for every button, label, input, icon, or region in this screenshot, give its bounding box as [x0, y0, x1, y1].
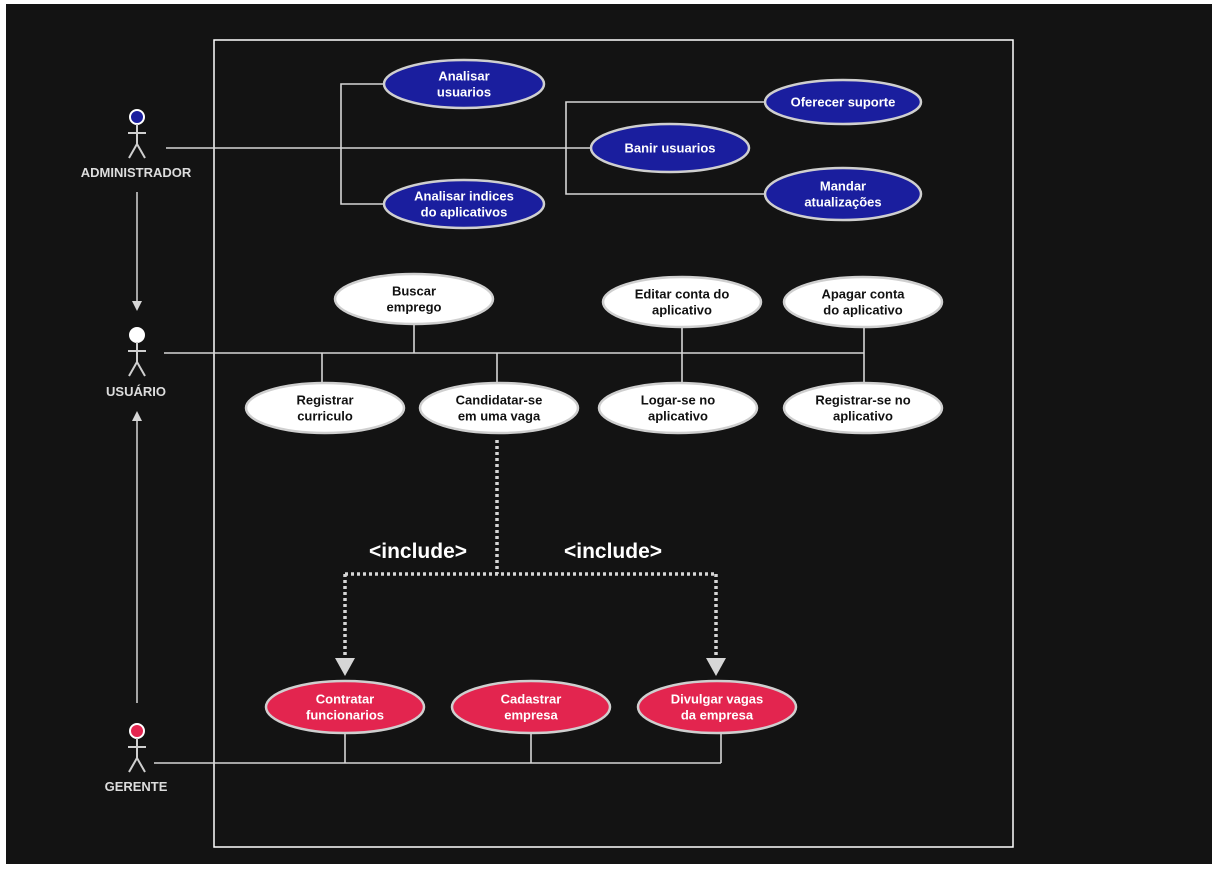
actor-head [129, 109, 145, 125]
actor-gerente[interactable]: GERENTE [105, 723, 168, 794]
use-case-label-line: Apagar conta [821, 287, 905, 302]
use-case-label-line: Registrar [296, 393, 353, 408]
use-case-label-line: Mandar [820, 179, 866, 194]
association-lines [154, 83, 865, 764]
use-case-label-line: Oferecer suporte [791, 95, 896, 110]
use-case-label-line: emprego [387, 300, 442, 315]
use-case-ellipse [636, 679, 798, 735]
use-case-ellipse [450, 679, 612, 735]
use-case-label-line: curriculo [297, 409, 353, 424]
use-case-label-line: atualizações [804, 195, 881, 210]
use-case-ellipse [382, 58, 546, 110]
use-case-label-line: Candidatar-se [456, 393, 543, 408]
actor-label: USUÁRIO [106, 384, 166, 399]
use-case-oferecer-suporte[interactable]: Oferecer suporte [763, 78, 923, 126]
use-case-ellipse [244, 381, 406, 435]
use-case-label-line: aplicativo [648, 409, 708, 424]
include-relations [343, 440, 718, 662]
use-case-ellipse [333, 272, 495, 326]
use-case-ellipse [782, 381, 944, 435]
use-case-label-line: aplicativo [652, 303, 712, 318]
include-left-arrowhead [335, 658, 355, 676]
use-case-label-line: Banir usuarios [624, 141, 715, 156]
actor-head [129, 327, 145, 343]
admin-right-branch [565, 101, 768, 195]
use-case-ellipse [763, 166, 923, 222]
use-case-label-line: Analisar [438, 69, 489, 84]
use-case-banir-usuarios[interactable]: Banir usuarios [589, 122, 751, 174]
include-label-right: <include> [564, 540, 662, 563]
use-case-label-line: do aplicativos [421, 205, 508, 220]
use-case-ellipse [382, 178, 546, 230]
use-case-label-line: Editar conta do [635, 287, 730, 302]
use-case-label-line: empresa [504, 708, 558, 723]
include-label-left: <include> [369, 540, 467, 563]
use-case-label-line: do aplicativo [823, 303, 903, 318]
stick-figure-icon [128, 109, 146, 159]
use-case-label-line: Divulgar vagas [671, 692, 764, 707]
actor-usuario[interactable]: USUÁRIO [106, 327, 166, 399]
use-case-label-line: em uma vaga [458, 409, 541, 424]
use-case-ellipse [418, 381, 580, 435]
system-boundary [213, 39, 1014, 848]
actor-label: ADMINISTRADOR [81, 165, 192, 180]
actor-head [129, 723, 145, 739]
admin-left-branch [340, 83, 390, 205]
use-case-label-line: Contratar [316, 692, 375, 707]
use-case-label-line: Logar-se no [641, 393, 715, 408]
actor-label: GERENTE [105, 779, 168, 794]
use-case-label-line: da empresa [681, 708, 754, 723]
use-case-label-line: Analisar indices [414, 189, 514, 204]
actor-administrador[interactable]: ADMINISTRADOR [81, 109, 192, 180]
use-case-label-line: usuarios [437, 85, 491, 100]
use-case-ellipse [782, 275, 944, 329]
use-case-ellipse [589, 122, 751, 174]
use-case-label-line: Cadastrar [501, 692, 562, 707]
use-case-label-line: funcionarios [306, 708, 384, 723]
use-case-ellipse [763, 78, 923, 126]
stick-figure-icon [128, 723, 146, 773]
use-case-label-line: aplicativo [833, 409, 893, 424]
stick-figure-icon [128, 327, 146, 377]
use-case-ellipse [264, 679, 426, 735]
use-case-ellipse [597, 381, 759, 435]
use-case-label-line: Buscar [392, 284, 436, 299]
use-case-label-line: Registrar-se no [815, 393, 910, 408]
include-right-arrowhead [706, 658, 726, 676]
use-case-ellipse [601, 275, 763, 329]
